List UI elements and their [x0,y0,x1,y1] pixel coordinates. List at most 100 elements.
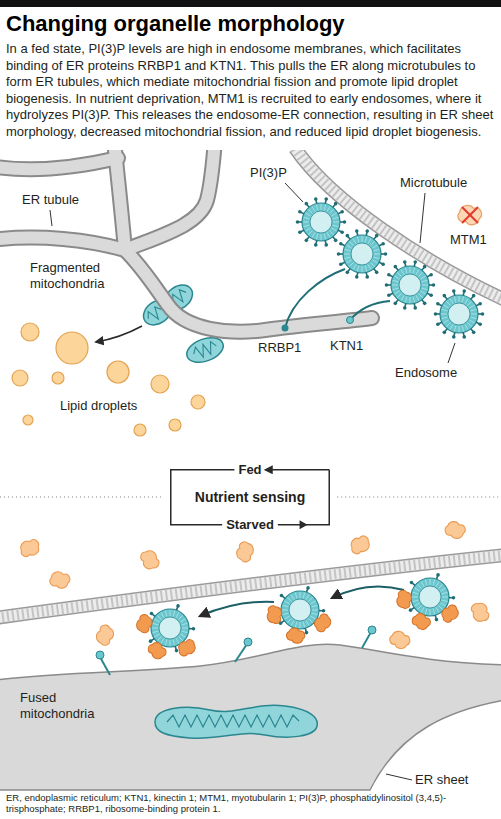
endosome-icon [306,594,309,599]
er-tubule [125,150,215,250]
mtm1-bound [312,611,334,634]
endosome-icon [312,605,318,607]
endosome-icon [180,634,185,637]
endosome-icon [314,197,318,201]
endosome-icon [192,627,196,631]
endosome-icon [306,620,309,625]
leader-line [386,774,412,780]
endosome-icon [305,228,310,231]
endosome-icon [436,607,439,612]
endosome-icon [452,289,456,293]
endosome-icon [303,593,305,599]
endosome-icon [448,303,470,325]
endosome-icon [355,229,359,233]
label: Starved [226,517,274,533]
endosome-icon [443,294,447,298]
nutrient-cycle [337,496,501,497]
endosome-icon [394,302,398,306]
endosome-icon [413,297,415,303]
endosome-icon [282,610,288,611]
endosome-icon [393,280,399,282]
endosome-icon [284,601,289,604]
endosome-icon [312,232,315,237]
lipid-droplet [23,415,33,425]
mtm1-bound [266,604,284,624]
endosome-icon [327,232,330,237]
endosome-icon [435,618,439,622]
endosome-icon [362,236,363,242]
endosome-icon [176,638,179,643]
endosome-icon [436,302,440,306]
endosome-icon [362,266,363,272]
node-text: Nutrient sensing [195,489,305,505]
endosome-icon [440,603,445,606]
endosome-icon [409,608,413,612]
endosome-icon [387,293,391,297]
endosome-icon [372,245,377,248]
endosome-icon [471,314,477,315]
endosome-icon [173,640,175,646]
endosome-icon [298,210,302,214]
endosome-icon [397,272,401,276]
endosome-icon [337,229,388,278]
endosome-icon [418,272,422,276]
endosome-icon [387,273,391,277]
lipid-droplet [12,370,28,386]
endosome-icon [182,628,188,629]
endosome-icon [442,600,448,602]
endosome-icon [283,605,289,607]
title: Changing organelle morphology [6,11,345,37]
fission-arrow [96,326,142,342]
endosome-icon [414,603,419,606]
er-tubule [0,158,118,169]
ktn1-dot [347,317,354,324]
endosome-icon [372,260,377,263]
endosome-icon [353,264,356,269]
label: MTM1 [450,232,487,248]
mtm1-bound [410,611,432,631]
tether-stalk [96,626,376,675]
tether [285,269,390,328]
endosome-icon [393,288,399,290]
mtm1-free [50,572,70,588]
lipid-droplet [21,323,39,341]
endosome-icon [333,222,339,223]
endosome-icon [312,206,315,211]
endosome-icon [422,288,428,290]
endosome-icon [374,254,380,255]
mtm1-free [388,629,412,650]
endosome-icon [353,238,356,243]
endosome-icon [422,280,428,282]
endosome-icon [349,262,353,266]
endosome-icon [454,326,456,332]
endosome-icon [478,302,482,306]
endosome-icon [429,293,433,297]
endosome-icon [152,628,158,629]
endosome-icon [403,260,407,264]
endosome-icon [414,588,419,591]
endosome-icon [465,298,468,303]
endosome-icon [327,206,330,211]
tether-stalk [235,644,247,662]
endosome-icon [295,622,297,628]
tether-stalk [100,657,110,675]
endosome-icon [469,320,474,323]
endosome-icon [374,249,380,251]
endosome-icon [365,229,369,233]
endosome-icon [452,335,456,339]
endosome-icon [374,257,380,259]
endosome-icon [368,238,371,243]
endosome-icon [433,580,435,586]
label: Fused mitochondria [20,690,105,721]
leader-line [420,193,425,243]
endosome-icon [182,631,188,633]
endosome-icon [339,242,343,246]
endosome-icon [410,297,411,303]
tether-stalk [368,626,376,634]
endosome-icon [370,241,374,245]
endosome-icon [303,222,309,223]
nutrient-cycle [266,469,330,471]
endosome-icon [343,235,381,273]
tether-stalk [244,638,252,646]
nutrient-cycle [0,496,163,497]
